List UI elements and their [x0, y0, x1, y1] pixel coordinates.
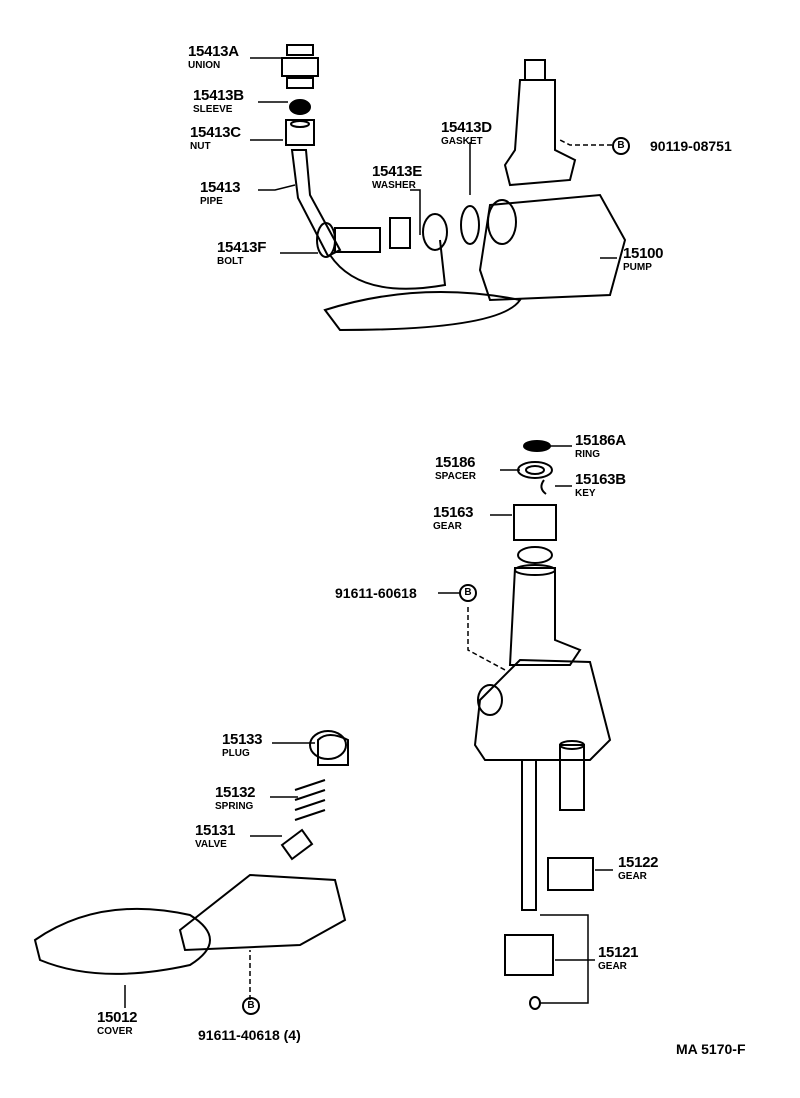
cover-assembly: [33, 730, 349, 975]
bolt-marker-icon: B: [459, 584, 477, 602]
lower-pump-assembly: [473, 440, 612, 1010]
bolt-marker-icon: B: [242, 997, 260, 1015]
upper-pump-assembly: [281, 44, 627, 332]
bolt-number-90119-08751: 90119-08751: [650, 138, 732, 154]
diagram-code: MA 5170-F: [676, 1041, 746, 1057]
bolt-number-91611-60618: 91611-60618: [335, 585, 417, 601]
bolt-number-91611-40618: 91611-40618 (4): [198, 1027, 301, 1043]
leader-lines: [124, 57, 617, 1008]
bolt-marker-icon: B: [612, 137, 630, 155]
